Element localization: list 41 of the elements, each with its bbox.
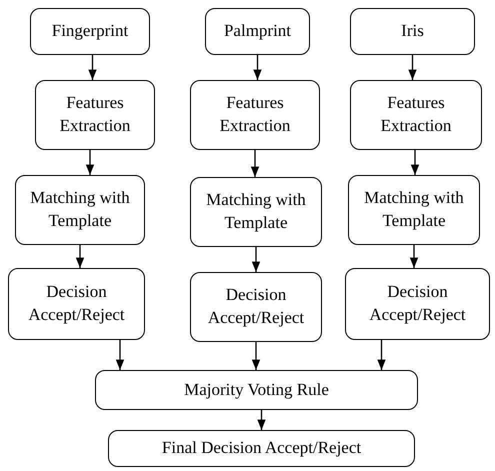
box-label: Features Extraction — [58, 92, 132, 137]
process-box — [345, 268, 490, 340]
process-box — [205, 8, 310, 55]
box-label: Fingerprint — [52, 20, 128, 42]
box-label: Majority Voting Rule — [184, 378, 329, 401]
process-box — [350, 80, 482, 150]
arrow — [88, 55, 97, 80]
box-label: Final Decision Accept/Reject — [162, 437, 362, 460]
arrow — [86, 150, 94, 175]
process-box — [95, 370, 418, 410]
arrow — [76, 245, 84, 268]
box-label: Decision Accept/Reject — [206, 284, 306, 329]
process-box — [190, 272, 322, 342]
arrow — [250, 150, 260, 177]
box-label: Decision Accept/Reject — [27, 281, 126, 326]
box-label: Matching with Template — [205, 189, 307, 234]
arrow — [257, 410, 266, 430]
process-box — [190, 80, 320, 150]
box-label: Features Extraction — [380, 92, 452, 137]
process-box — [30, 8, 150, 55]
arrow — [408, 55, 417, 80]
box-label: Features Extraction — [218, 92, 292, 137]
arrow — [410, 150, 420, 175]
box-label: Matching with Template — [29, 187, 131, 232]
process-box — [190, 177, 322, 247]
box-label: Decision Accept/Reject — [368, 281, 467, 326]
process-box — [108, 430, 415, 467]
arrow — [253, 55, 262, 80]
arrow — [252, 342, 260, 370]
arrow — [377, 340, 386, 370]
process-box — [350, 8, 475, 55]
process-box — [15, 175, 145, 245]
arrow — [116, 340, 124, 370]
box-label: Matching with Template — [363, 187, 465, 232]
process-box — [35, 80, 155, 150]
arrow — [410, 245, 418, 268]
box-label: Iris — [401, 20, 424, 42]
arrow — [252, 247, 260, 272]
box-label: Palmprint — [224, 20, 292, 42]
process-box — [348, 175, 480, 245]
process-box — [8, 268, 145, 340]
